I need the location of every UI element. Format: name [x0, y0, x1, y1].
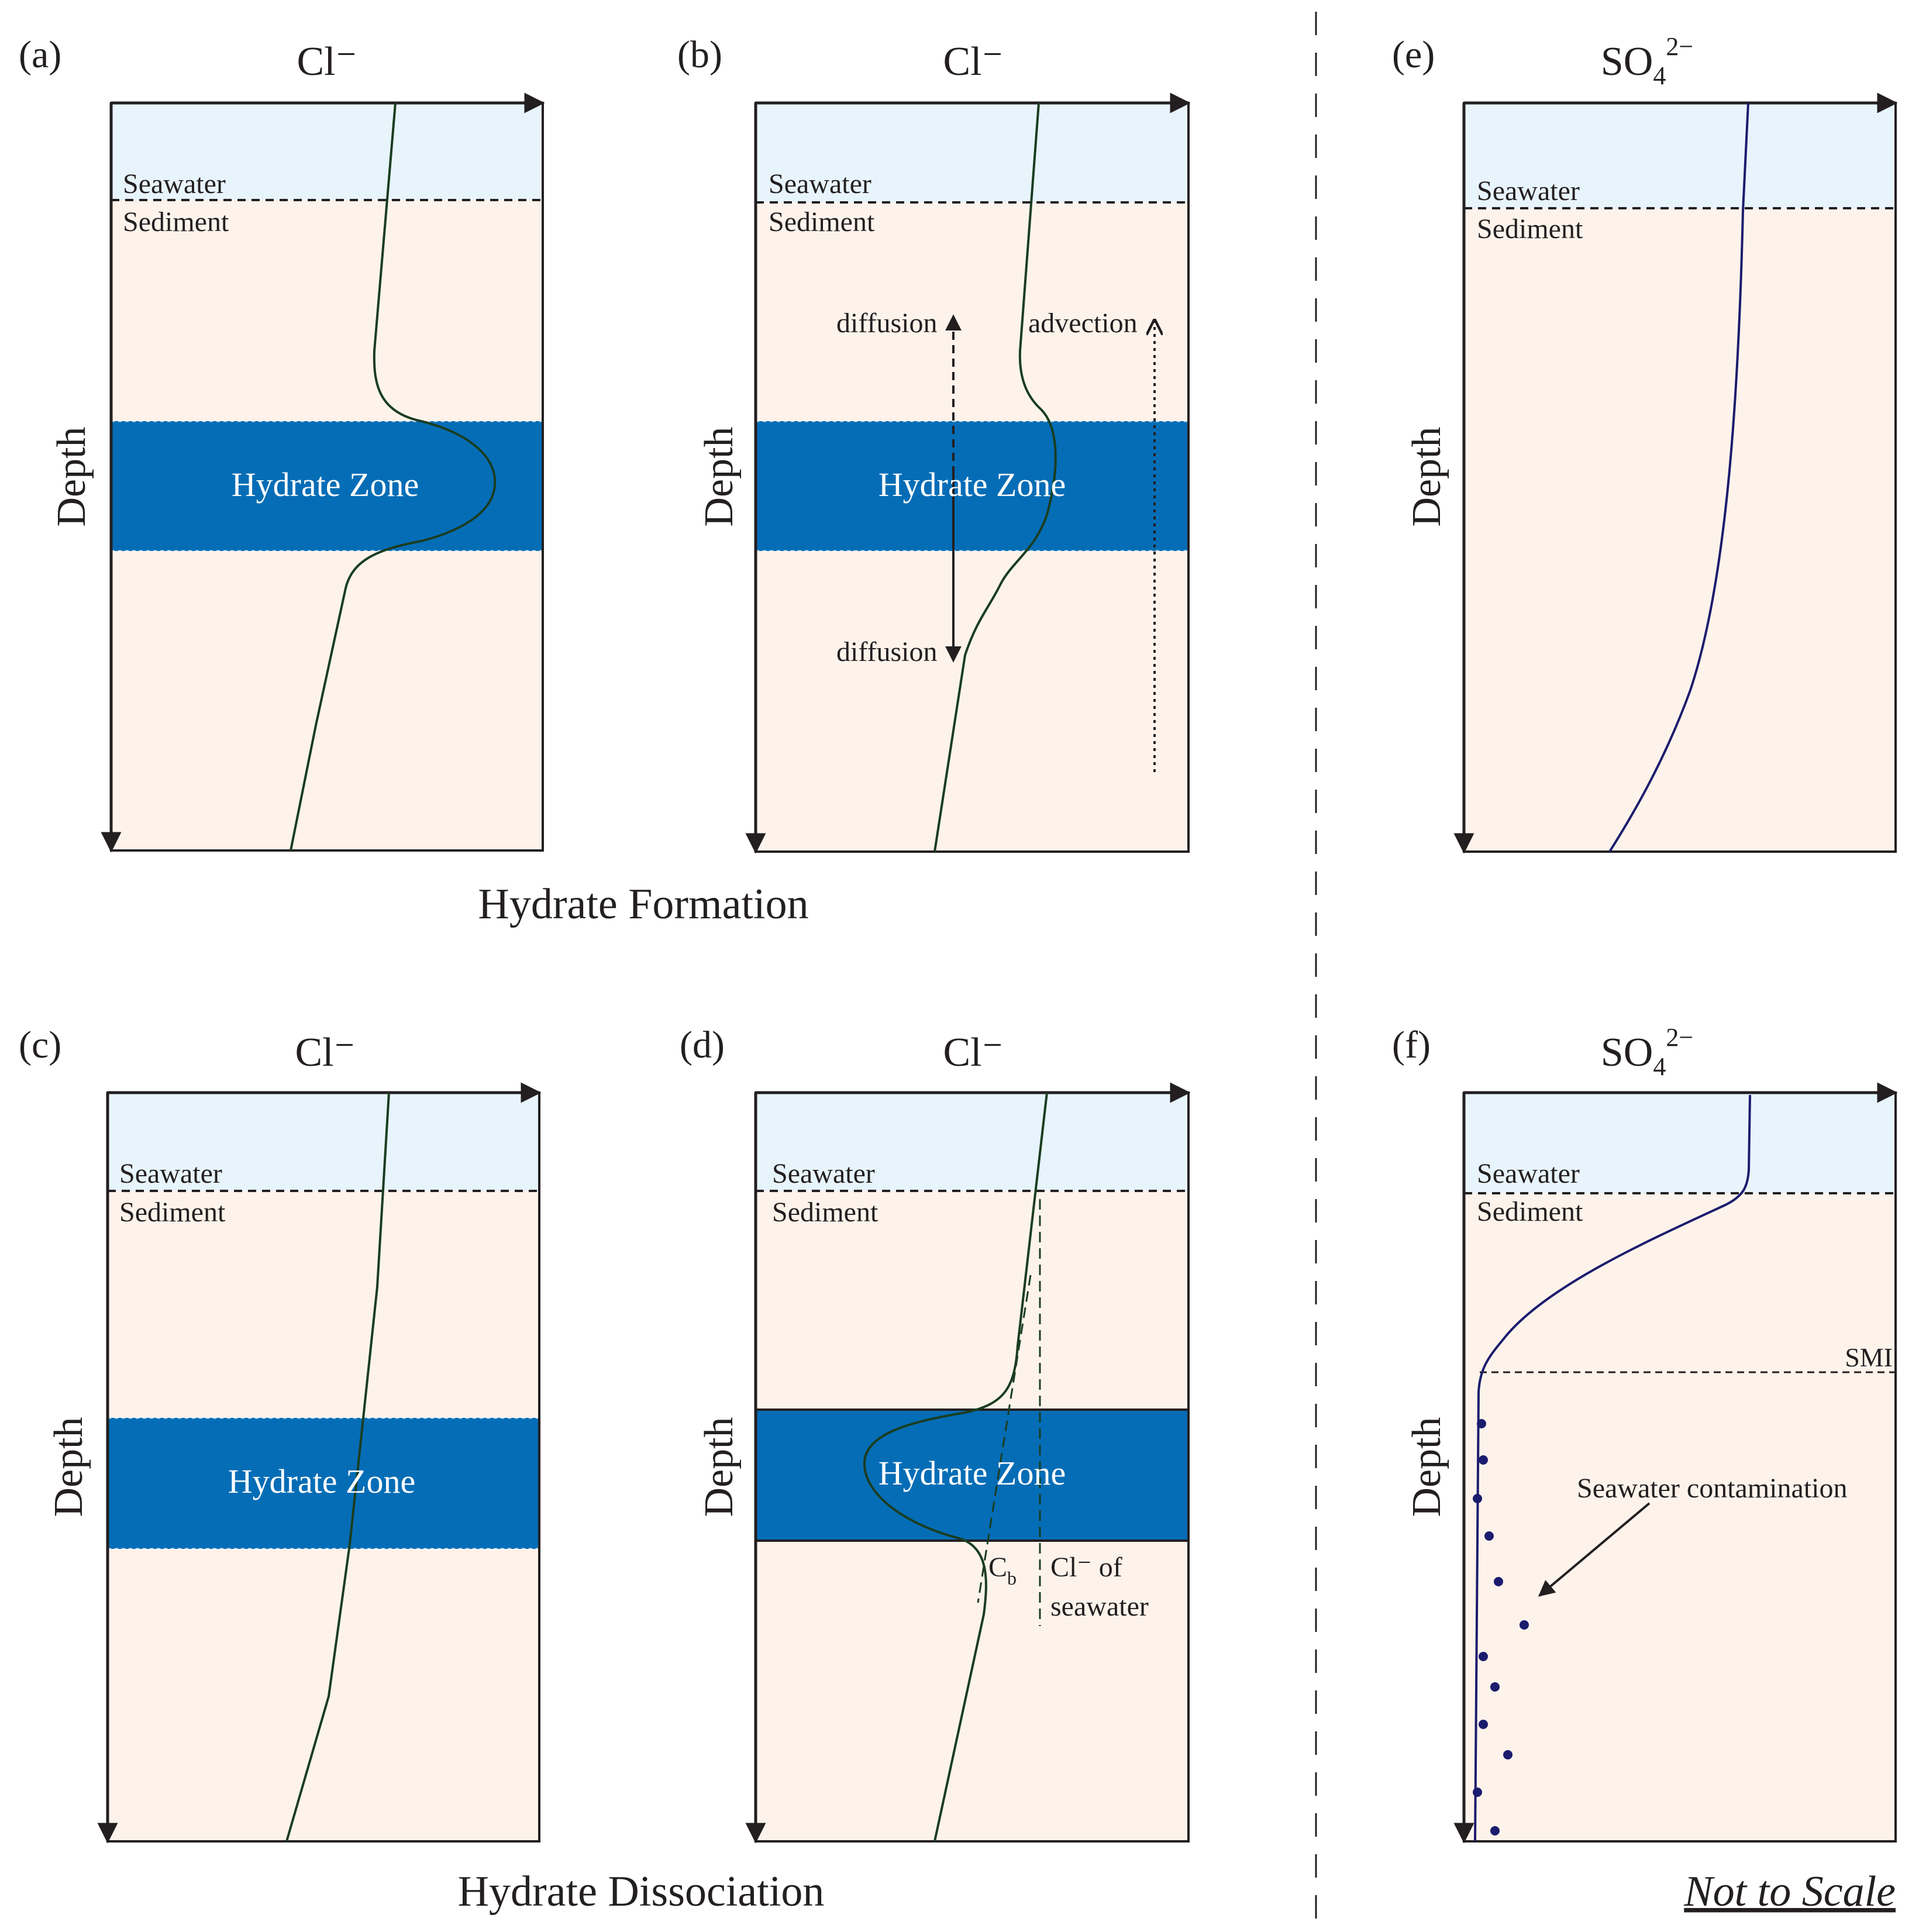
hydrate-zone — [756, 1410, 1188, 1541]
panel-d: (d) Cl⁻ Depth Seawater Sediment Hydrate … — [680, 1024, 1191, 1844]
axis-title-superscript: 2− — [1666, 1023, 1693, 1052]
panel-label: (c) — [19, 1024, 61, 1066]
dissociation-caption: Hydrate Dissociation — [458, 1868, 825, 1916]
seawater-label: Seawater — [123, 168, 226, 199]
seawater-layer — [756, 1093, 1188, 1191]
formation-caption: Hydrate Formation — [478, 880, 808, 928]
so4-profile-curve — [1608, 102, 1749, 853]
panel-e: (e) SO42− Depth Seawater Sediment — [1392, 32, 1898, 854]
data-point — [1490, 1682, 1500, 1692]
hydrate-zone-label: Hydrate Zone — [232, 466, 419, 504]
cl-profile-curve — [290, 102, 497, 851]
axis-title-subscript: 4 — [1653, 1052, 1666, 1081]
sediment-layer — [1464, 1193, 1896, 1841]
cb-label: Cb — [988, 1552, 1017, 1589]
data-point — [1494, 1577, 1503, 1586]
data-point — [1490, 1826, 1500, 1835]
so4-profile-curve — [1474, 1094, 1751, 1842]
axis-title-subscript: 4 — [1653, 61, 1666, 90]
axis-title: Cl⁻ — [943, 1030, 1003, 1075]
sediment-layer — [1464, 208, 1896, 852]
seawater-layer — [1464, 1093, 1896, 1193]
advection-label: advection — [1028, 308, 1138, 339]
seawater-label: Seawater — [1477, 1158, 1580, 1189]
data-point — [1479, 1455, 1488, 1465]
cl-profile-curve — [863, 1092, 1048, 1842]
depth-label: Depth — [49, 426, 94, 526]
diffusion-down-label: diffusion — [836, 636, 937, 667]
hydrate-zone-label: Hydrate Zone — [878, 466, 1066, 504]
seawater-layer — [756, 103, 1188, 202]
seawater-contamination-points — [1473, 1419, 1529, 1835]
seawater-layer — [108, 1093, 539, 1191]
panel-f: (f) SO42− Depth Seawater Sediment SMI Se… — [1392, 1023, 1898, 1844]
panel-label: (b) — [677, 33, 722, 76]
seawater-label: Seawater — [1477, 175, 1580, 206]
panel-c: (c) Cl⁻ Depth Seawater Sediment Hydrate … — [19, 1024, 542, 1844]
seawater-layer — [1464, 103, 1896, 208]
data-point — [1503, 1750, 1513, 1759]
sediment-label: Sediment — [1477, 1196, 1583, 1227]
data-point — [1479, 1720, 1488, 1729]
panel-label: (e) — [1392, 33, 1435, 76]
depth-label: Depth — [1404, 1417, 1449, 1517]
data-point — [1520, 1620, 1529, 1630]
diffusion-up-label: diffusion — [836, 308, 937, 339]
not-to-scale-note: Not to Scale — [1683, 1868, 1896, 1916]
sediment-label: Sediment — [123, 206, 229, 237]
data-point — [1479, 1652, 1488, 1661]
data-point — [1473, 1494, 1482, 1503]
cl-profile-curve — [285, 1092, 390, 1842]
panel-label: (d) — [680, 1024, 725, 1066]
panel-a: (a) Cl⁻ Depth Seawater Sediment Hydrate … — [19, 33, 545, 853]
axis-title: Cl⁻ — [297, 39, 357, 84]
hydrate-zone-label: Hydrate Zone — [878, 1454, 1066, 1492]
sediment-label: Sediment — [772, 1197, 878, 1228]
axis-title: Cl⁻ — [943, 39, 1003, 84]
axis-title-main: SO — [1601, 1030, 1653, 1075]
cb-label-main: C — [988, 1552, 1007, 1583]
axis-title: SO42− — [1601, 32, 1693, 90]
cb-label-subscript: b — [1007, 1568, 1017, 1589]
sediment-label: Sediment — [119, 1197, 226, 1228]
hydrate-zone — [756, 421, 1188, 551]
hydrate-zone — [108, 1418, 539, 1549]
data-point — [1477, 1419, 1486, 1428]
contamination-label: Seawater contamination — [1577, 1473, 1848, 1504]
data-point — [1484, 1531, 1494, 1541]
cl-profile-curve — [933, 102, 1057, 852]
cl-of-seawater-label-line2: seawater — [1050, 1591, 1149, 1622]
panel-label: (a) — [19, 33, 61, 76]
depth-label: Depth — [1404, 426, 1449, 526]
cb-baseline-line — [977, 1275, 1032, 1603]
axis-title-superscript: 2− — [1666, 32, 1693, 61]
seawater-label: Seawater — [772, 1158, 875, 1189]
depth-label: Depth — [697, 1417, 742, 1517]
cl-of-seawater-label-line1: Cl⁻ of — [1050, 1552, 1122, 1583]
axis-title-main: SO — [1601, 39, 1653, 84]
depth-label: Depth — [46, 1417, 91, 1517]
seawater-layer — [111, 103, 543, 200]
depth-label: Depth — [697, 426, 742, 526]
hydrate-zone-label: Hydrate Zone — [228, 1462, 415, 1500]
seawater-label: Seawater — [769, 168, 871, 199]
panel-label: (f) — [1392, 1024, 1431, 1066]
seawater-label: Seawater — [119, 1158, 222, 1189]
panel-b: (b) Cl⁻ Depth Seawater Sediment Hydrate … — [677, 33, 1191, 854]
axis-title: SO42− — [1601, 1023, 1693, 1081]
sediment-label: Sediment — [1477, 213, 1583, 244]
data-point — [1473, 1788, 1482, 1797]
sediment-label: Sediment — [769, 206, 875, 237]
contamination-arrow — [1538, 1502, 1651, 1597]
axis-title: Cl⁻ — [295, 1030, 355, 1075]
smi-label: SMI — [1845, 1342, 1893, 1372]
